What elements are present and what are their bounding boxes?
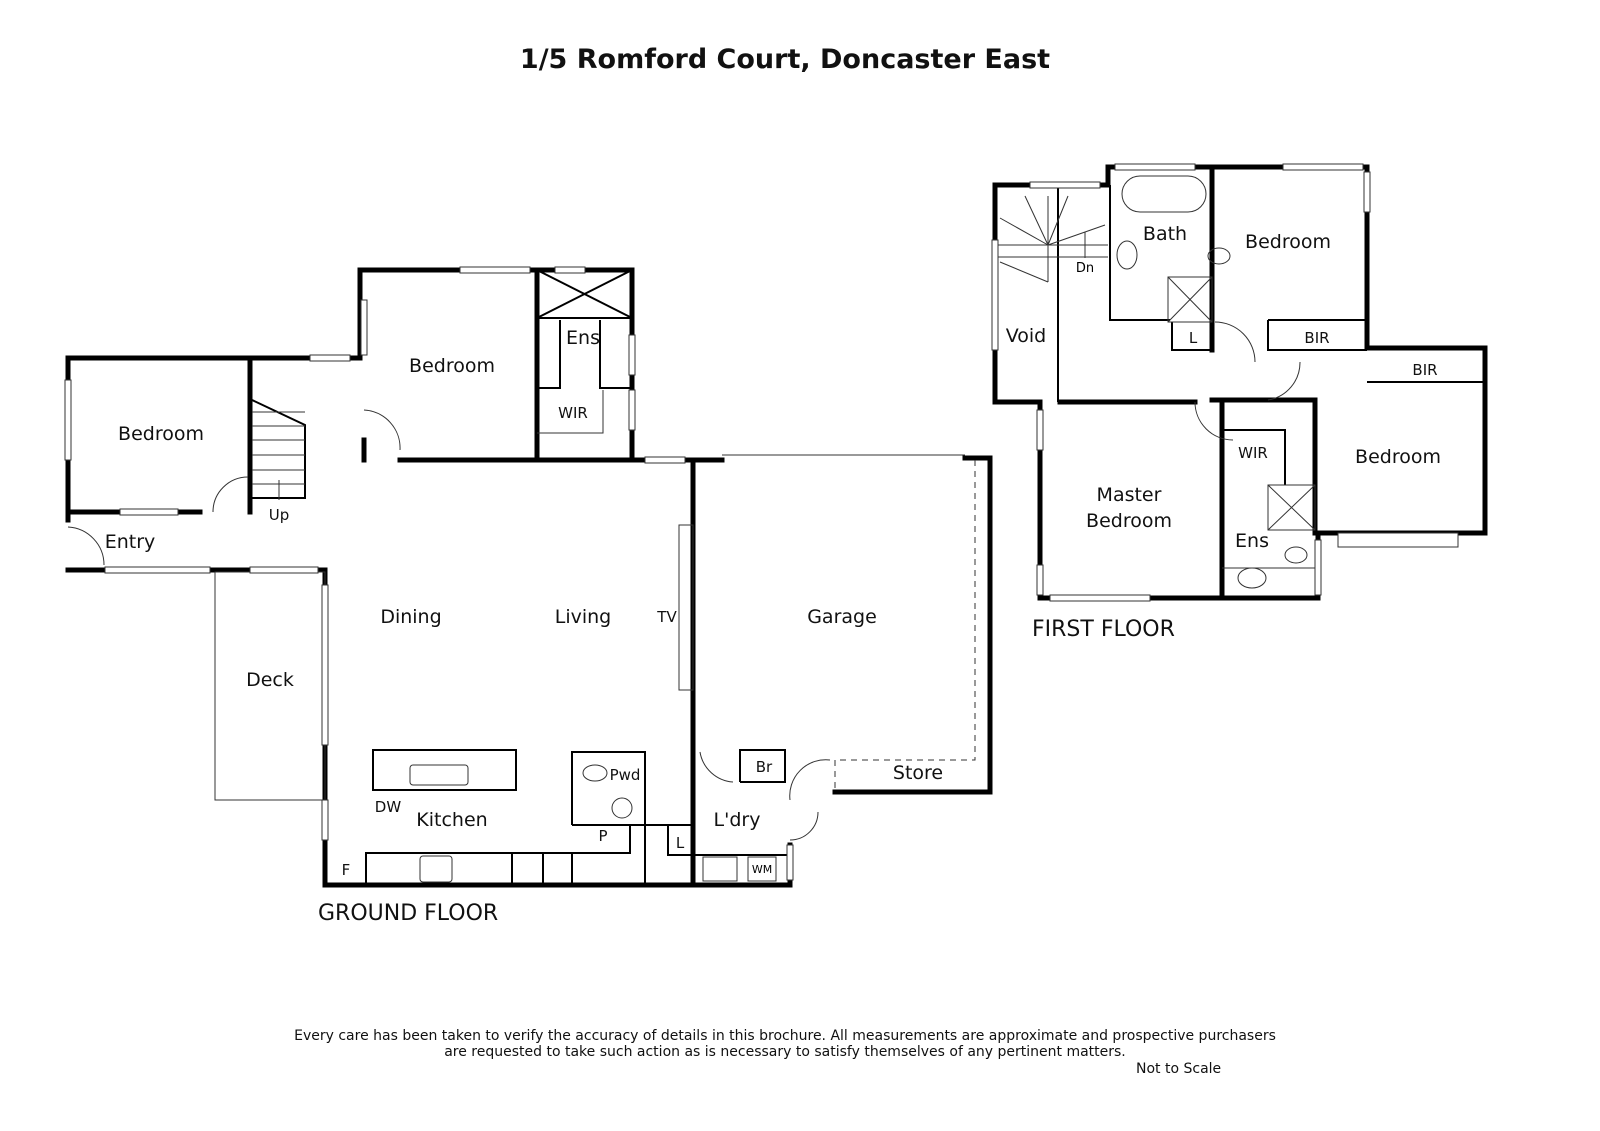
disclaimer: Every care has been taken to verify the … xyxy=(0,1028,1570,1060)
room-label-living: Living xyxy=(555,606,612,628)
room-label-dining: Dining xyxy=(380,606,441,628)
ground-floor-label: GROUND FLOOR xyxy=(318,901,498,926)
room-label-bedroom: Bedroom xyxy=(409,355,495,377)
ground-floor-walls xyxy=(64,266,993,888)
dishwasher-label: DW xyxy=(375,798,402,816)
disclaimer-line-2: are requested to take such action as is … xyxy=(444,1044,1126,1060)
room-label-entry: Entry xyxy=(105,531,156,553)
first-floor-label: FIRST FLOOR xyxy=(1032,617,1175,642)
stair-label-up: Up xyxy=(269,506,290,524)
room-label-wir: WIR xyxy=(1238,444,1268,462)
room-label-garage: Garage xyxy=(807,606,877,628)
room-label-laundry: L'dry xyxy=(714,809,761,831)
stair-label-down: Dn xyxy=(1076,261,1094,276)
room-label-pantry: P xyxy=(598,827,607,845)
linen-label: L xyxy=(676,834,685,852)
first-floor-walls xyxy=(991,163,1488,602)
room-label-void: Void xyxy=(1006,325,1047,347)
room-label-deck: Deck xyxy=(246,669,294,691)
room-label-bir: BIR xyxy=(1304,329,1329,347)
room-label-broom: Br xyxy=(756,758,773,776)
fridge-label: F xyxy=(342,861,351,879)
tv-label: TV xyxy=(656,608,677,626)
room-label-ensuite: Ens xyxy=(1235,530,1269,552)
room-label-bath: Bath xyxy=(1143,223,1187,245)
room-label-master-line1: Master xyxy=(1097,484,1162,506)
linen-label: L xyxy=(1189,329,1198,347)
plan-title: 1/5 Romford Court, Doncaster East xyxy=(519,44,1051,75)
room-label-wir: WIR xyxy=(558,404,588,422)
room-label-kitchen: Kitchen xyxy=(416,809,487,831)
room-label-store: Store xyxy=(893,762,943,784)
room-label-powder: Pwd xyxy=(610,766,641,784)
room-label-master-line2: Bedroom xyxy=(1086,510,1172,532)
room-label-bir: BIR xyxy=(1412,361,1437,379)
room-label-bedroom: Bedroom xyxy=(1355,446,1441,468)
room-label-ensuite: Ens xyxy=(566,327,600,349)
disclaimer-line-1: Every care has been taken to verify the … xyxy=(294,1028,1276,1044)
scale-note: Not to Scale xyxy=(1136,1061,1222,1077)
room-label-bedroom: Bedroom xyxy=(118,423,204,445)
washing-machine-label: WM xyxy=(752,863,772,876)
room-label-bedroom: Bedroom xyxy=(1245,231,1331,253)
